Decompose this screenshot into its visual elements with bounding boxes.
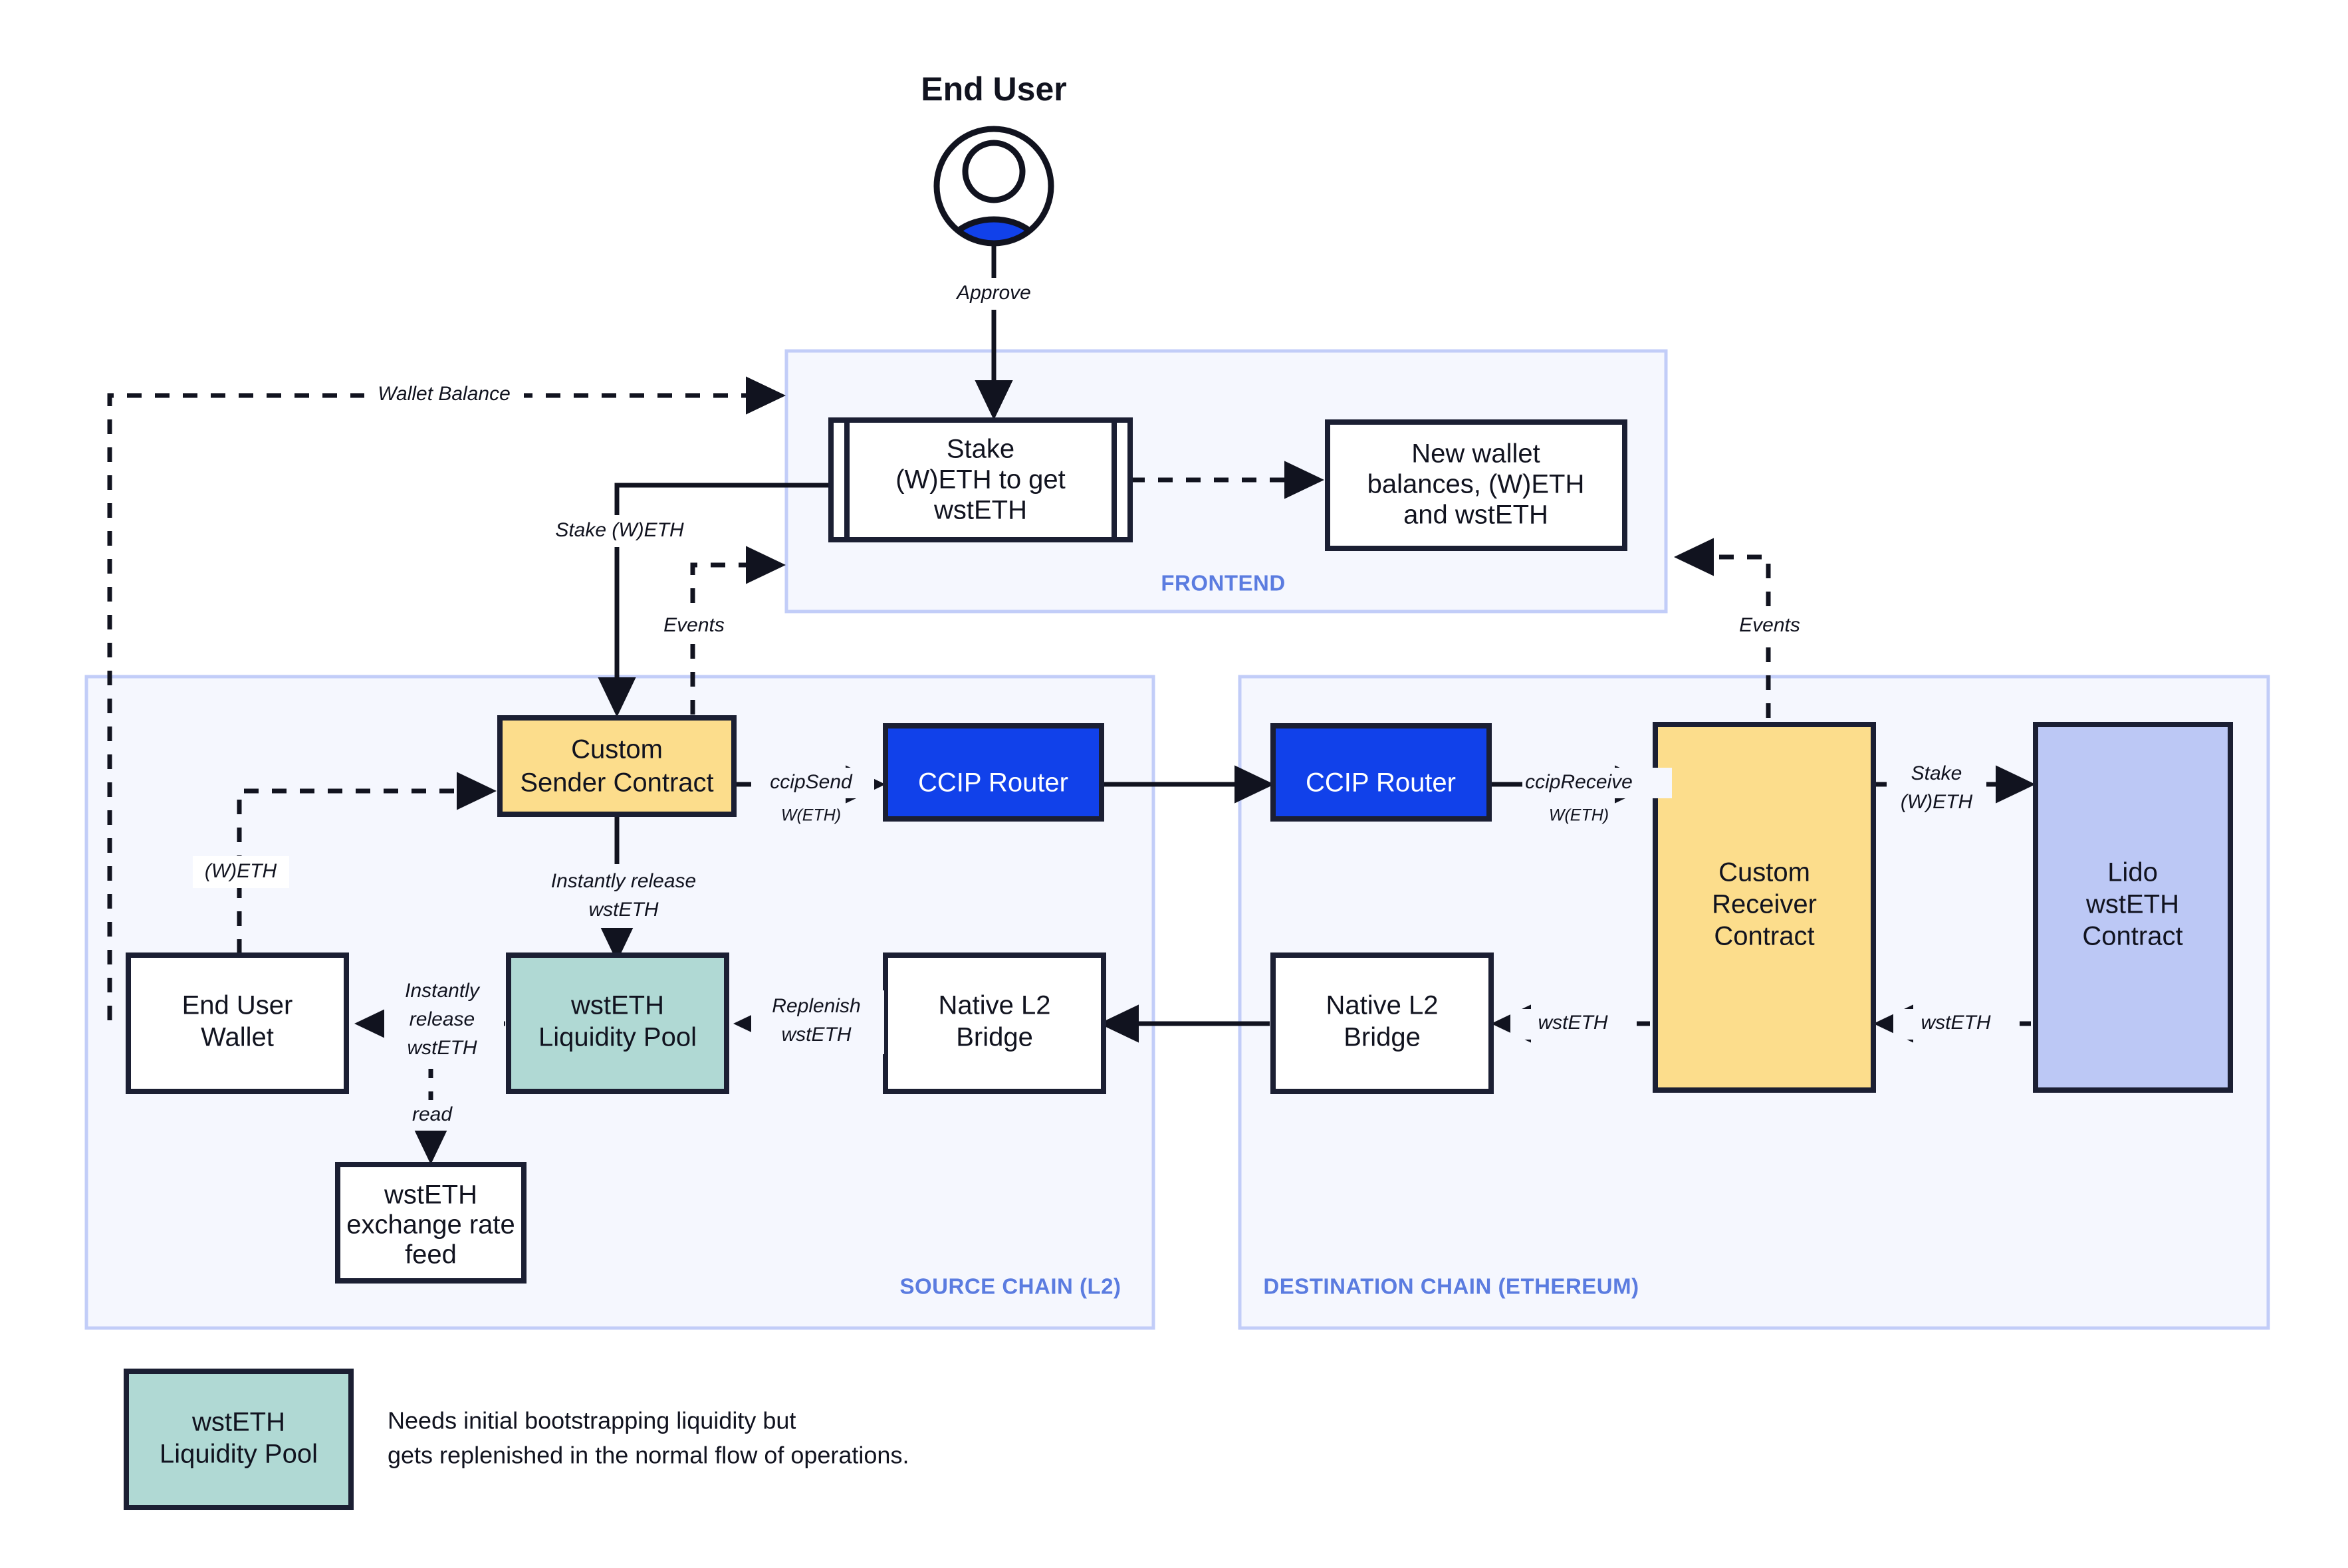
node-receiver-line1: Custom [1718, 858, 1810, 887]
edge-label-stake-dst-line2: (W)ETH [1901, 791, 1973, 813]
end-user-title: End User [921, 70, 1067, 108]
legend-swatch-line1: wstETH [191, 1408, 285, 1437]
edge-events-left [690, 546, 786, 715]
node-lido-line2: wstETH [2085, 890, 2179, 919]
node-custom-sender-contract[interactable]: Custom Sender Contract [497, 715, 737, 817]
node-ccip-router-destination[interactable]: CCIP Router [1270, 723, 1492, 822]
zone-frontend-label: FRONTEND [1161, 571, 1285, 596]
legend: wstETH Liquidity Pool Needs initial boot… [124, 1369, 909, 1510]
edge-label-stake-dst-line1: Stake [1911, 762, 1962, 784]
edge-label-instantly-w3: wstETH [408, 1037, 477, 1059]
edge-label-events-left: Events [663, 614, 725, 636]
user-avatar-icon [933, 126, 1054, 247]
node-end-user-wallet[interactable]: End User Wallet [126, 952, 349, 1094]
edge-label-group: Approve Wallet Balance Stake (W)ETH Even… [193, 278, 2020, 1131]
node-wsteth-exchange-rate-feed[interactable]: wstETH exchange rate feed [335, 1162, 527, 1284]
node-sender-line1: Custom [571, 735, 663, 764]
node-native-l2-bridge-source[interactable]: Native L2 Bridge [883, 952, 1106, 1094]
node-rate-feed-line3: feed [405, 1240, 457, 1270]
node-receiver-line2: Receiver [1712, 890, 1817, 919]
edge-label-ccipsend: ccipSend [770, 771, 853, 793]
edge-label-weth: (W)ETH [205, 860, 277, 882]
node-stake-form-line1: Stake [947, 435, 1014, 464]
legend-swatch-line2: Liquidity Pool [160, 1440, 318, 1469]
node-sender-line2: Sender Contract [520, 768, 713, 798]
node-stake-form-line2: (W)ETH to get [895, 465, 1066, 495]
node-stake-form-line3: wstETH [933, 496, 1027, 525]
end-user-actor: End User [921, 70, 1067, 247]
edge-label-replenish-1: Replenish [772, 995, 860, 1017]
edge-label-events-right: Events [1739, 614, 1800, 636]
edge-label-ccipsend-sub: W(ETH) [781, 806, 841, 825]
node-pool-line2: Liquidity Pool [538, 1023, 697, 1052]
node-custom-receiver-contract[interactable]: Custom Receiver Contract [1653, 722, 1876, 1093]
edge-label-instantly-w1: Instantly [405, 980, 481, 1002]
node-new-balances-line3: and wstETH [1403, 501, 1548, 530]
edge-wallet-balance [107, 376, 786, 1020]
edge-label-wsteth-mid: wstETH [1538, 1012, 1608, 1034]
legend-note-line2: gets replenished in the normal flow of o… [388, 1442, 909, 1469]
edge-label-instantly-w2: release [410, 1008, 475, 1030]
legend-swatch [124, 1369, 354, 1510]
node-wallet-line1: End User [182, 991, 293, 1020]
zone-destination-chain-label: DESTINATION CHAIN (ETHEREUM) [1263, 1274, 1639, 1299]
node-rate-feed-line1: wstETH [384, 1180, 477, 1210]
node-bridge-src-line1: Native L2 [939, 991, 1051, 1020]
node-new-balances-line2: balances, (W)ETH [1367, 470, 1585, 499]
node-router-src-label: CCIP Router [918, 768, 1068, 798]
node-receiver-line3: Contract [1714, 922, 1814, 951]
edge-label-wallet-balance: Wallet Balance [378, 383, 511, 405]
node-new-balances[interactable]: New wallet balances, (W)ETH and wstETH [1325, 419, 1627, 551]
node-native-l2-bridge-destination[interactable]: Native L2 Bridge [1270, 952, 1494, 1094]
node-bridge-dst-line1: Native L2 [1326, 991, 1439, 1020]
node-stake-form[interactable]: Stake (W)ETH to get wstETH [828, 417, 1133, 542]
edge-stake-weth [598, 483, 831, 718]
node-lido-wsteth-contract[interactable]: Lido wstETH Contract [2033, 722, 2233, 1093]
node-pool-line1: wstETH [570, 991, 664, 1020]
edge-label-ccipreceive: ccipReceive [1525, 771, 1633, 793]
node-wallet-line2: Wallet [201, 1023, 274, 1052]
edge-label-replenish-2: wstETH [782, 1024, 852, 1046]
zone-source-chain-label: SOURCE CHAIN (L2) [899, 1274, 1121, 1299]
edge-label-read: read [412, 1103, 453, 1125]
node-router-dst-label: CCIP Router [1306, 768, 1456, 798]
node-lido-line1: Lido [2107, 858, 2158, 887]
node-new-balances-line1: New wallet [1411, 439, 1540, 469]
node-ccip-router-source[interactable]: CCIP Router [883, 723, 1104, 822]
legend-note-line1: Needs initial bootstrapping liquidity bu… [388, 1407, 796, 1434]
edge-label-stake-weth: Stake (W)ETH [555, 519, 684, 541]
edge-label-instantly-release-2: wstETH [589, 899, 659, 921]
node-wsteth-liquidity-pool[interactable]: wstETH Liquidity Pool [506, 952, 729, 1094]
node-bridge-dst-line2: Bridge [1344, 1023, 1421, 1052]
edge-label-ccipreceive-sub: W(ETH) [1549, 806, 1609, 825]
edge-label-wsteth-right: wstETH [1921, 1012, 1991, 1034]
edge-label-approve: Approve [955, 282, 1031, 304]
node-bridge-src-line2: Bridge [956, 1023, 1033, 1052]
edge-label-instantly-release-1: Instantly release [551, 870, 696, 892]
node-lido-line3: Contract [2082, 922, 2182, 951]
node-rate-feed-line2: exchange rate [346, 1210, 515, 1240]
